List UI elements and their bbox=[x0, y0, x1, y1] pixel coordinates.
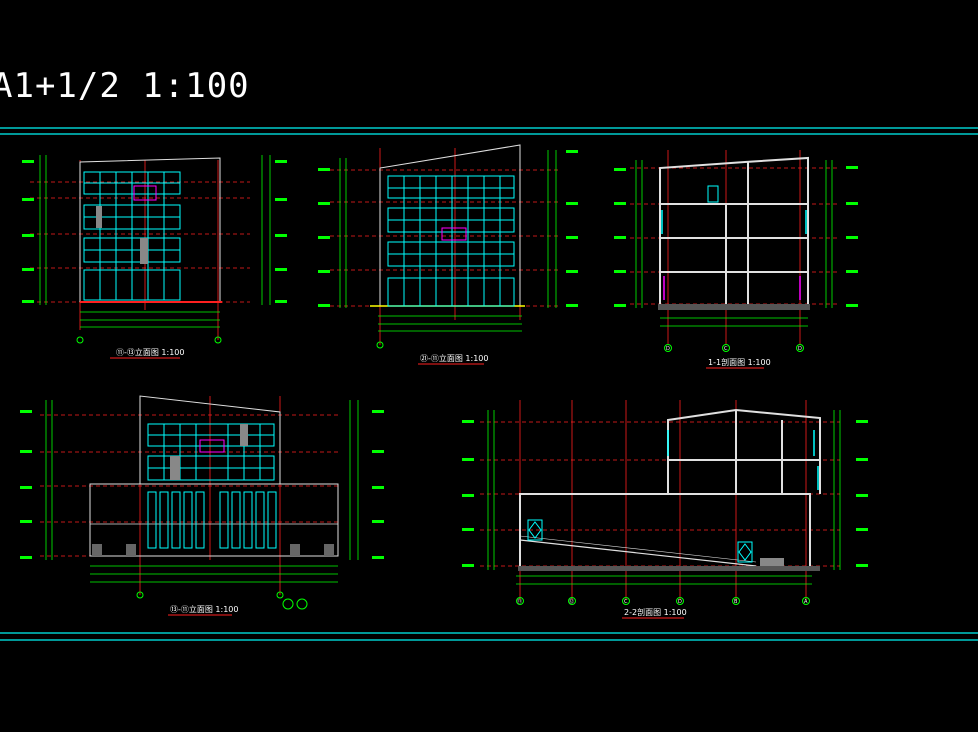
section-2-axis-5: B bbox=[734, 599, 738, 605]
section-2-caption: 2-2剖面图 1:100 bbox=[624, 607, 687, 617]
sheet-title: A1+1/2 1:100 bbox=[0, 66, 250, 106]
elevation-1[interactable]: ⑪-⑬立面图 1:100 bbox=[22, 155, 287, 359]
section-1-caption: 1-1剖面图 1:100 bbox=[708, 357, 771, 367]
section-2-axis-3: C bbox=[624, 599, 628, 605]
section-1-axis-3: D bbox=[798, 346, 802, 352]
elevation-2[interactable]: ㉑-⑪立面图 1:100 bbox=[318, 144, 578, 365]
section-2-axis-6: A bbox=[804, 599, 808, 605]
section-2-axis-1: ⑪ bbox=[517, 598, 522, 605]
section-1-axis-2: C bbox=[724, 346, 728, 352]
elevation-3[interactable]: ⑬-⑪立面图 1:100 bbox=[20, 395, 384, 616]
section-2-axis-4: D bbox=[678, 599, 682, 605]
section-2-2[interactable]: ⑪ ⑫ C D B A 2-2剖面图 1:100 bbox=[462, 400, 868, 619]
elevation-3-caption: ⑬-⑪立面图 1:100 bbox=[170, 604, 238, 614]
elevation-2-caption: ㉑-⑪立面图 1:100 bbox=[420, 353, 488, 363]
sheet-frame bbox=[0, 127, 978, 641]
section-2-axis-2: ⑫ bbox=[569, 598, 574, 605]
section-1-1[interactable]: D C D 1-1剖面图 1:100 bbox=[614, 150, 858, 369]
elevation-1-caption: ⑪-⑬立面图 1:100 bbox=[116, 347, 184, 357]
section-1-axis-1: D bbox=[666, 346, 670, 352]
